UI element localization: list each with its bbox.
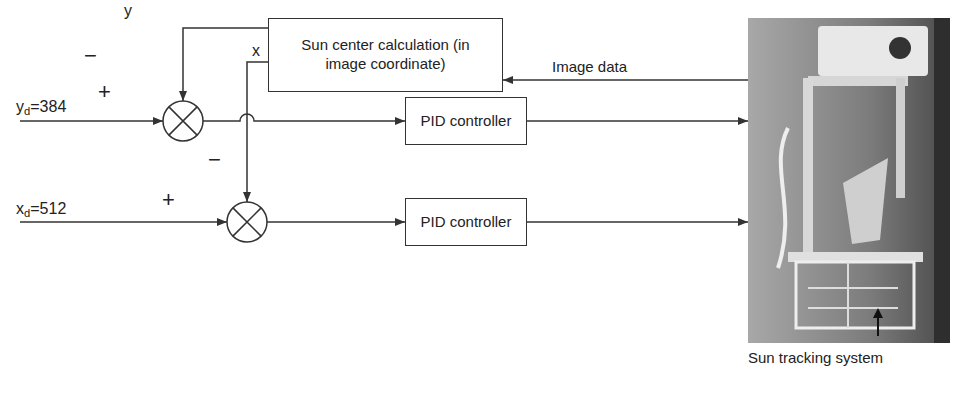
signal-name: y <box>124 2 132 20</box>
signal-name: x <box>252 42 260 60</box>
setpoint-label: xd=512 <box>16 200 66 219</box>
process-box: Sun center calculation (in image coordin… <box>268 18 503 92</box>
sign-symbol: + <box>162 188 175 212</box>
signal-arrow <box>503 79 748 81</box>
controller-box: PID controller <box>405 198 527 246</box>
photo-frame <box>748 18 950 343</box>
signal-arrow <box>527 120 748 122</box>
sun-tracker-photo <box>748 18 950 343</box>
sign-symbol: + <box>98 80 111 104</box>
sign-symbol: − <box>84 44 97 68</box>
summing-junction <box>227 202 267 242</box>
box-text: PID controller <box>421 213 512 232</box>
photo-caption: Sun tracking system <box>748 349 950 368</box>
error-wire <box>203 114 405 121</box>
sign-symbol: − <box>208 148 221 172</box>
signal-arrow <box>527 221 748 223</box>
feedback-wire <box>247 62 268 202</box>
box-text: PID controller <box>421 112 512 131</box>
controller-box: PID controller <box>405 97 527 145</box>
system-photo: Sun tracking system <box>748 18 950 368</box>
setpoint-label: yd=384 <box>16 98 66 117</box>
reference-wire <box>20 120 163 122</box>
summing-junction <box>163 101 203 141</box>
box-text: Sun center calculation (in image coordin… <box>298 36 473 74</box>
feedback-wire <box>183 28 268 101</box>
error-wire <box>267 221 405 223</box>
reference-wire <box>20 221 227 223</box>
edge-label: Image data <box>552 59 627 76</box>
